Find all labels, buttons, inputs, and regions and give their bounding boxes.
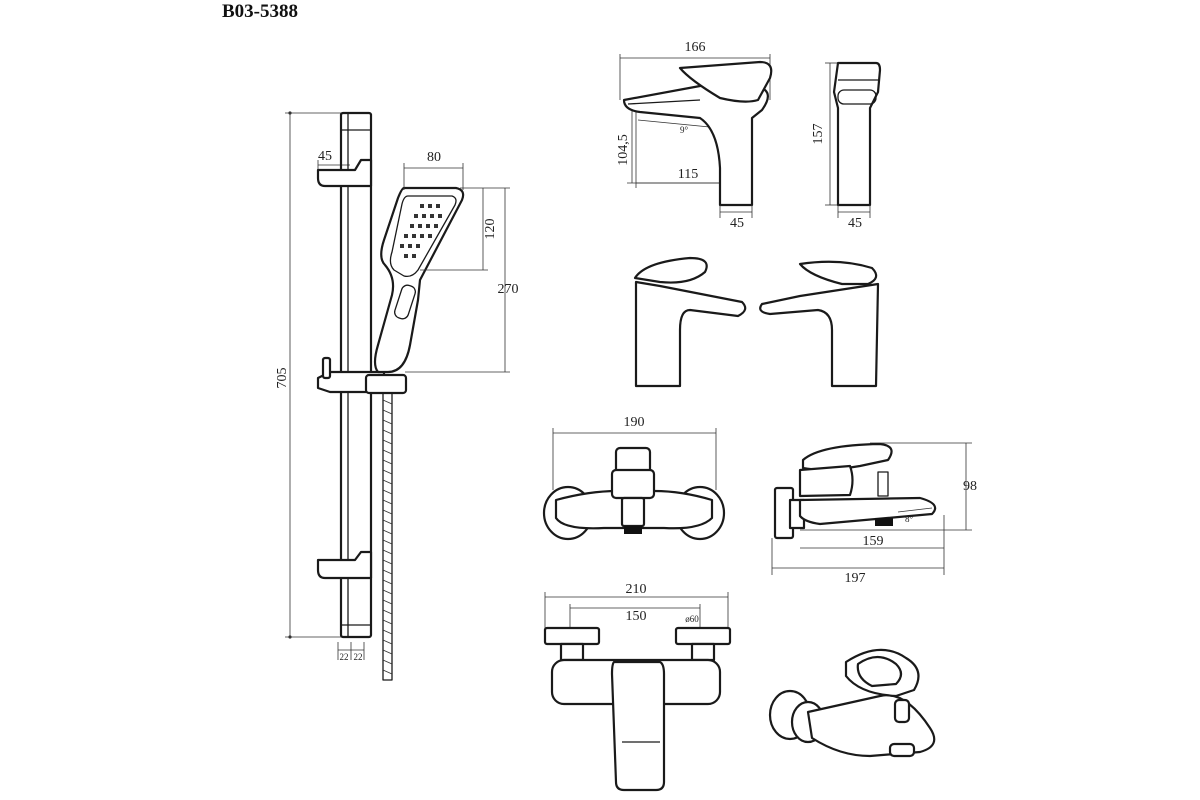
bath-mixer-perspective (768, 648, 936, 758)
head-height-label: 120 (483, 219, 498, 240)
bath-side-height-label: 98 (963, 479, 977, 494)
side-base-label: 45 (848, 216, 862, 231)
spray-nozzles (400, 204, 442, 258)
bath-mixer-front: 190 (542, 415, 726, 541)
shower-mixer-width-label: 210 (626, 582, 647, 597)
head-width-label: 80 (427, 150, 441, 165)
bath-width-label: 190 (624, 415, 645, 430)
shower-length-label: 270 (498, 282, 519, 297)
basin-width-label: 166 (685, 40, 706, 55)
basin-angle-label: 9° (680, 125, 689, 135)
rail-base-left-label: 22 (340, 652, 349, 662)
shower-mixer-centers-label: 150 (626, 609, 647, 624)
basin-mixer-perspective (633, 256, 880, 388)
bath-mixer-side: 98 8° 159 197 (771, 442, 977, 586)
rail-height-label: 705 (275, 368, 290, 389)
rail-base-right-label: 22 (354, 652, 363, 662)
bath-side-spout-label: 159 (863, 534, 884, 549)
bath-side-depth-label: 197 (845, 571, 866, 586)
shower-mixer-diameter-label: ø60 (685, 614, 699, 624)
basin-height-label: 104,5 (616, 134, 631, 166)
rail-offset-label: 45 (318, 149, 332, 164)
basin-mixer-front: 157 45 (811, 61, 882, 231)
product-code: B03-5388 (222, 1, 298, 22)
bath-side-angle-label: 8° (905, 514, 914, 524)
basin-reach-label: 115 (678, 167, 698, 182)
basin-mixer-side: 166 104,5 115 9° 45 (616, 40, 773, 231)
basin-base-label: 45 (730, 216, 744, 231)
shower-rail-set: 705 45 22 22 (275, 111, 519, 681)
shower-mixer-front: 210 150 ø60 (543, 582, 732, 792)
side-height-label: 157 (811, 124, 826, 145)
